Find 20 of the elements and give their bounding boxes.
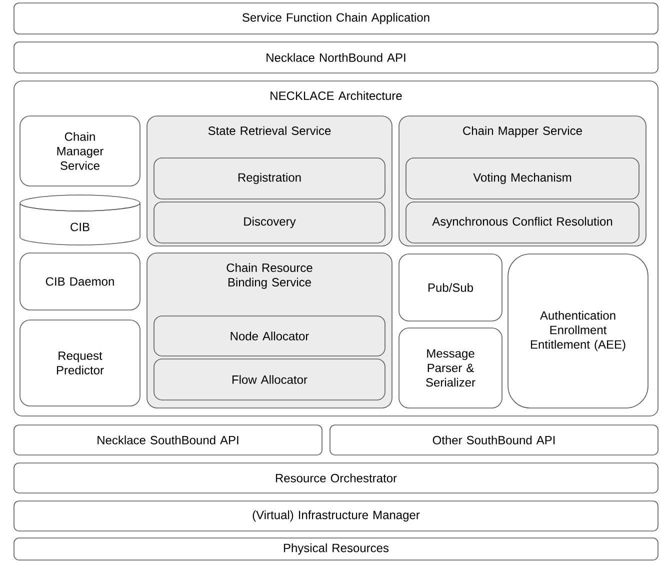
layer-bar: Necklace SouthBound API (14, 424, 322, 456)
component-box: Authentication Enrollment Entitlement (AEE) (508, 254, 648, 408)
layer-bar: Necklace NorthBound API (14, 42, 658, 74)
module-box: Asynchronous Conflict Resolution (406, 202, 640, 244)
database-cylinder: CIB (20, 194, 140, 246)
layer-bar: Resource Orchestrator (14, 462, 658, 494)
module-box: Flow Allocator (154, 358, 386, 400)
module-box: Discovery (154, 202, 386, 244)
component-box: Pub/Sub (398, 254, 502, 322)
module-box: Voting Mechanism (406, 158, 640, 200)
layer-bar: (Virtual) Infrastructure Manager (14, 500, 658, 532)
layer-bar: Other SouthBound API (330, 424, 658, 456)
component-box: Chain Manager Service (20, 116, 140, 186)
layer-bar: Service Function Chain Application (14, 2, 658, 34)
component-box: CIB Daemon (20, 252, 140, 310)
module-box: Node Allocator (154, 316, 386, 356)
component-box: Message Parser & Serializer (398, 328, 502, 408)
module-box: Registration (154, 158, 386, 200)
component-box: Request Predictor (20, 320, 140, 406)
layer-bar: Physical Resources (14, 538, 658, 560)
